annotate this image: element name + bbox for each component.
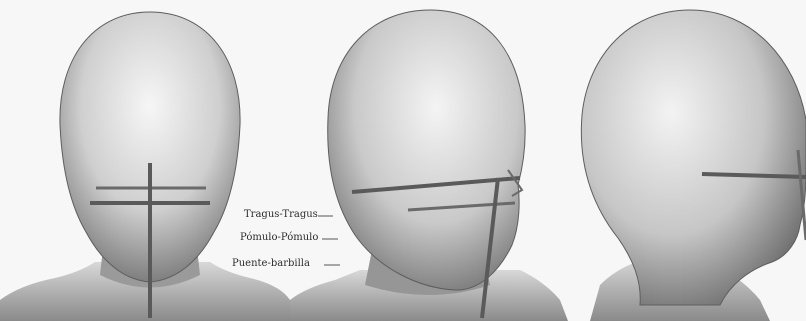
label-pomulo: Pómulo-Pómulo [240, 232, 318, 243]
label-tragus: Tragus-Tragus [244, 209, 318, 220]
tq-head-shape [328, 10, 525, 290]
side-head-shape [581, 10, 806, 305]
side-view-head [581, 10, 806, 321]
three-quarter-view-head [290, 10, 568, 321]
front-view-head [0, 12, 290, 321]
label-puente: Puente-barbilla [232, 258, 310, 269]
